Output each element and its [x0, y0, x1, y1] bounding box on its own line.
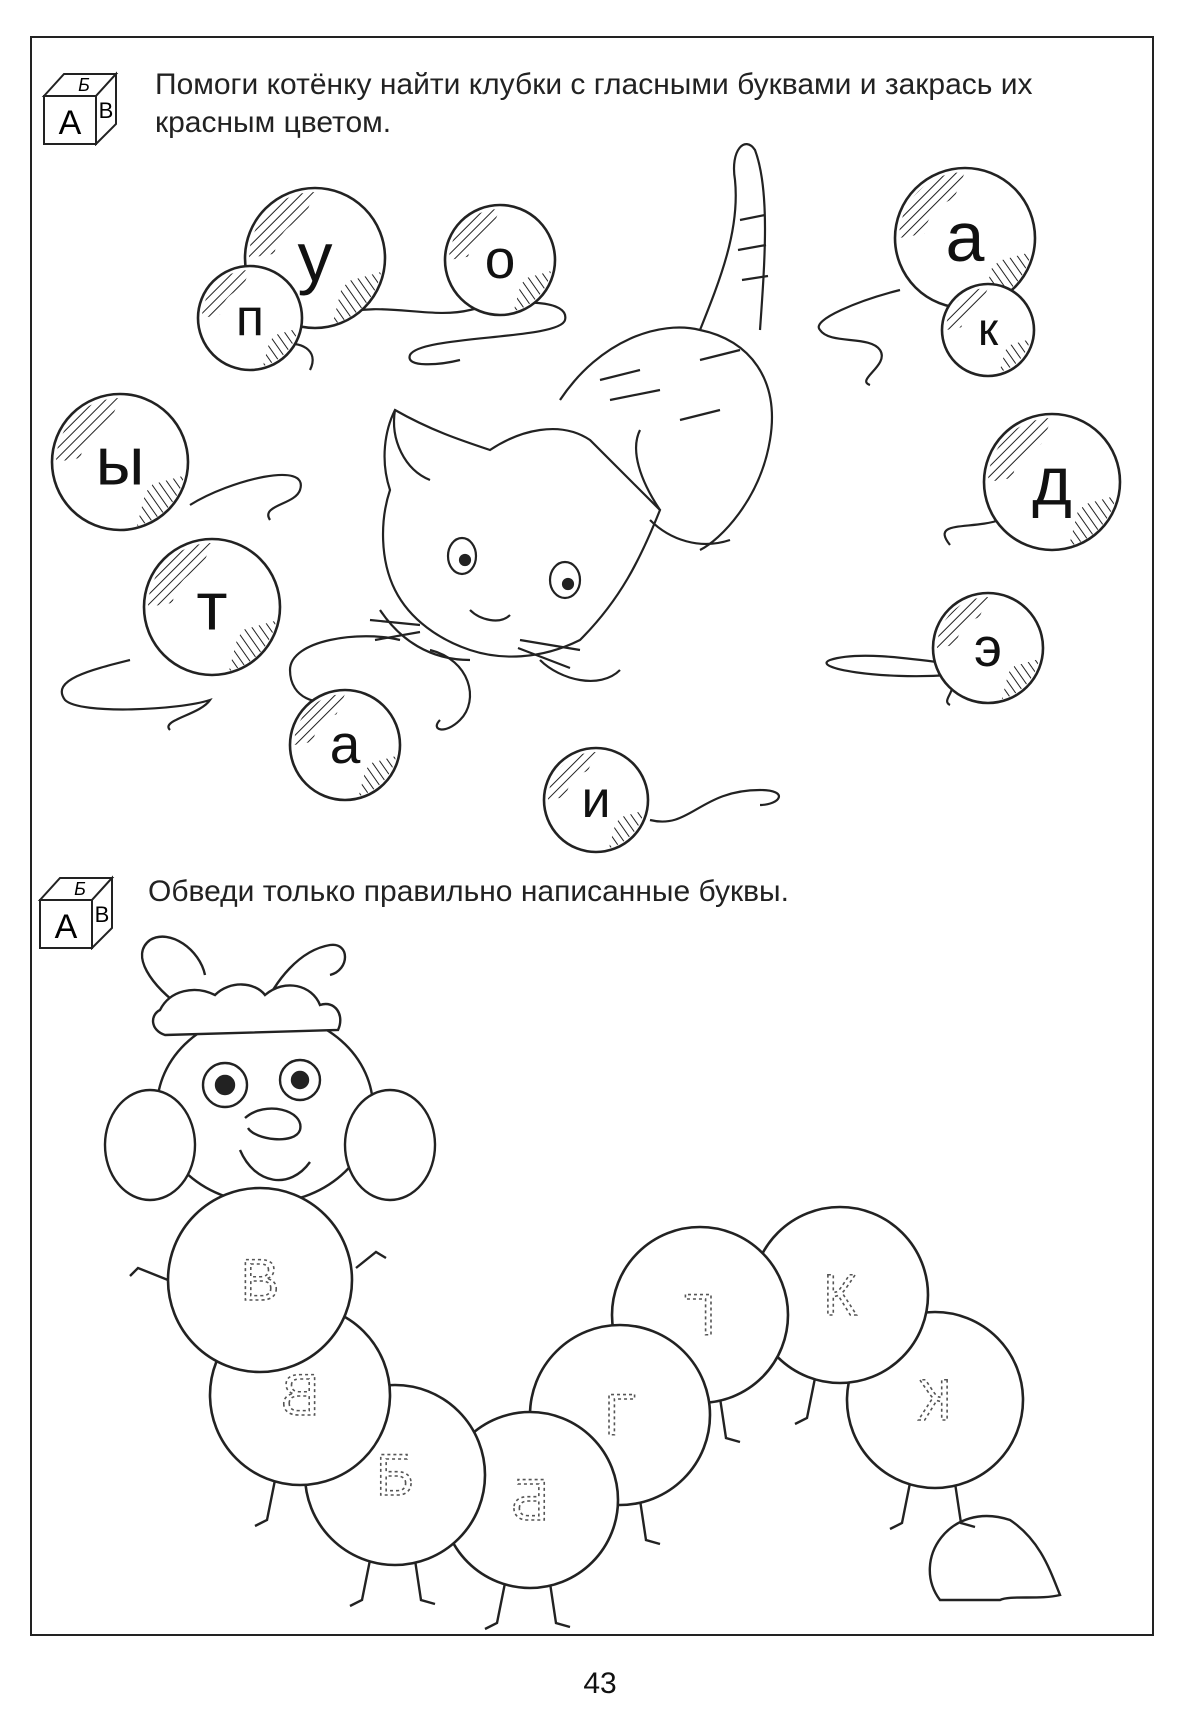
- caterpillar-leg: [889, 1482, 976, 1531]
- segment-letter: К: [823, 1263, 857, 1328]
- yarn-ball-face: [924, 197, 1006, 279]
- caterpillar-leg: [349, 1559, 436, 1608]
- page-number: 43: [583, 1667, 617, 1700]
- yarn-ball[interactable]: д: [982, 412, 1122, 552]
- segment-letter: В: [241, 1248, 280, 1313]
- abc-block-icon: А Б В: [41, 71, 119, 146]
- yarn-ball-face: [80, 422, 160, 502]
- yarn-ball-letter: а: [330, 713, 361, 775]
- yarn-hatching: [56, 398, 120, 462]
- yarn-ball[interactable]: а: [288, 688, 402, 802]
- segment-letter-mirrored: Б: [511, 1468, 549, 1533]
- yarn-hatching: [937, 597, 988, 648]
- abc-block-icon: А Б В: [37, 875, 115, 950]
- abc-block-letter-a: А: [59, 104, 82, 142]
- caterpillar-arms: [129, 1250, 387, 1282]
- abc-block-letter-b: Б: [78, 75, 90, 95]
- caterpillar-tail: [928, 1514, 1062, 1602]
- yarn-hatching: [449, 209, 500, 260]
- yarn-ball[interactable]: о: [443, 203, 557, 317]
- yarn-ball-face: [1012, 442, 1092, 522]
- yarn-ball-face: [468, 228, 532, 292]
- abc-block-letter-b: Б: [74, 879, 86, 899]
- yarn-ball-letter: о: [485, 228, 516, 290]
- yarn-ball-face: [565, 769, 627, 831]
- yarn-ball-letter: э: [974, 616, 1002, 678]
- yarn-ball-face: [172, 567, 252, 647]
- segment-outline: [166, 1186, 354, 1374]
- yarn-ball-face: [313, 713, 377, 777]
- yarn-hatching: [148, 543, 212, 607]
- segment-letter-mirrored: В: [281, 1363, 320, 1428]
- caterpillar-segment[interactable]: Б: [440, 1410, 620, 1590]
- yarn-ball[interactable]: т: [142, 537, 282, 677]
- page-frame: [30, 36, 1154, 1636]
- yarn-ball-letter: а: [946, 198, 985, 276]
- yarn-ball[interactable]: к: [940, 282, 1036, 378]
- yarn-ball[interactable]: ы: [50, 392, 190, 532]
- yarn-ball-letter: т: [196, 568, 227, 644]
- yarn-hatching: [899, 172, 965, 238]
- yarn-ball-letter: к: [978, 303, 999, 355]
- segment-letter-mirrored: К: [918, 1368, 952, 1433]
- yarn-ball[interactable]: э: [931, 591, 1045, 705]
- task2-instruction: Обведи только правильно написанные буквы…: [148, 875, 789, 908]
- abc-block-letter-v: В: [95, 902, 110, 927]
- segment-letter: Б: [376, 1443, 414, 1508]
- yarn-hatching: [249, 192, 315, 258]
- yarn-hatching: [202, 270, 250, 318]
- segment-letter: Г: [604, 1383, 635, 1448]
- kitten-illustration: [369, 143, 773, 682]
- yarn-ball-letter: д: [1032, 443, 1072, 519]
- yarn-ball-letter: и: [581, 771, 610, 829]
- task1-instruction: Помоги котёнку найти клубки с гласными б…: [155, 68, 1033, 139]
- segment-letter-mirrored: Г: [684, 1283, 715, 1348]
- yarn-hatching: [294, 694, 345, 745]
- yarn-ball[interactable]: а: [893, 166, 1037, 310]
- caterpillar-head-illustration: [103, 935, 437, 1205]
- caterpillar-segment[interactable]: В: [166, 1186, 354, 1374]
- abc-block-letter-a: А: [55, 908, 78, 946]
- yarn-hatching: [988, 418, 1052, 482]
- yarn-ball-letter: ы: [96, 423, 145, 499]
- yarn-ball-face: [274, 217, 356, 299]
- yarn-ball-face: [219, 287, 281, 349]
- yarn-ball-face: [961, 303, 1015, 357]
- yarn-ball-letter: п: [236, 289, 264, 347]
- caterpillar-leg: [484, 1582, 571, 1631]
- yarn-hatching: [946, 288, 988, 330]
- yarn-ball-face: [956, 616, 1020, 680]
- yarn-ball-letter: у: [298, 218, 333, 296]
- yarn-ball[interactable]: и: [542, 746, 650, 854]
- yarn-ball[interactable]: п: [196, 264, 304, 372]
- yarn-hatching: [548, 752, 596, 800]
- abc-block-letter-v: В: [99, 98, 114, 123]
